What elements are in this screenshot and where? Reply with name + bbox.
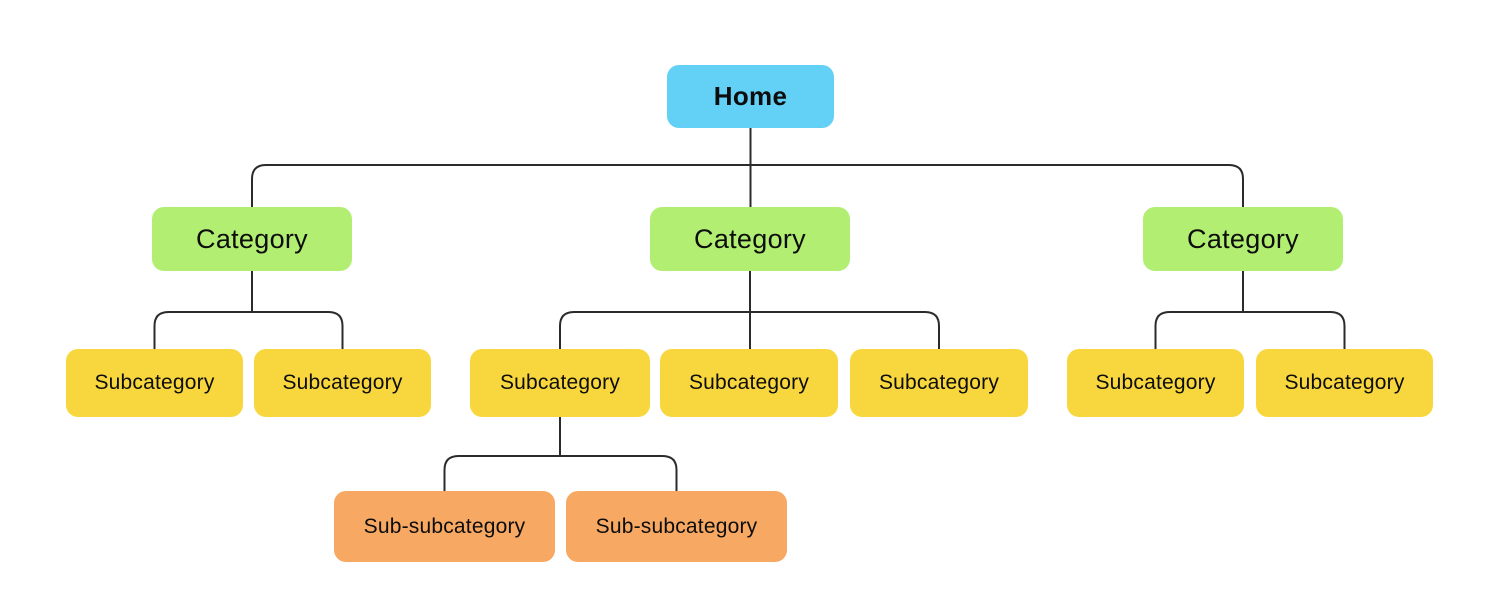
node-subcategory-2: Subcategory xyxy=(254,349,431,417)
node-sub-subcategory-1: Sub-subcategory xyxy=(334,491,555,562)
node-category-3: Category xyxy=(1143,207,1343,271)
connector-sub3-subsubs xyxy=(443,455,678,491)
node-sub-subcategory-1-label: Sub-subcategory xyxy=(363,514,526,538)
node-subcategory-7: Subcategory xyxy=(1256,349,1433,417)
node-subcategory-5: Subcategory xyxy=(850,349,1028,417)
node-home-label: Home xyxy=(713,81,788,111)
node-subcategory-5-label: Subcategory xyxy=(878,371,1000,394)
node-subcategory-7-label: Subcategory xyxy=(1284,371,1405,394)
node-subcategory-6: Subcategory xyxy=(1067,349,1244,417)
node-category-2: Category xyxy=(650,207,850,271)
node-sub-subcategory-2-label: Sub-subcategory xyxy=(595,514,758,538)
node-home: Home xyxy=(667,65,834,128)
node-subcategory-1-label: Subcategory xyxy=(94,371,215,394)
node-sub-subcategory-2: Sub-subcategory xyxy=(566,491,787,562)
node-subcategory-3: Subcategory xyxy=(470,349,650,417)
node-subcategory-1: Subcategory xyxy=(66,349,243,417)
node-subcategory-2-label: Subcategory xyxy=(282,371,403,394)
node-subcategory-6-label: Subcategory xyxy=(1095,371,1216,394)
node-category-1: Category xyxy=(152,207,352,271)
connector-cat2-subs xyxy=(559,311,940,349)
node-subcategory-4-label: Subcategory xyxy=(688,371,810,394)
node-category-3-label: Category xyxy=(1187,223,1299,254)
connector-cat1-subs xyxy=(153,311,344,349)
node-category-1-label: Category xyxy=(196,223,308,254)
node-subcategory-3-label: Subcategory xyxy=(499,371,621,394)
node-subcategory-4: Subcategory xyxy=(660,349,838,417)
node-category-2-label: Category xyxy=(694,223,806,254)
connector-home-categories xyxy=(251,164,1244,207)
connector-cat3-subs xyxy=(1154,311,1346,349)
